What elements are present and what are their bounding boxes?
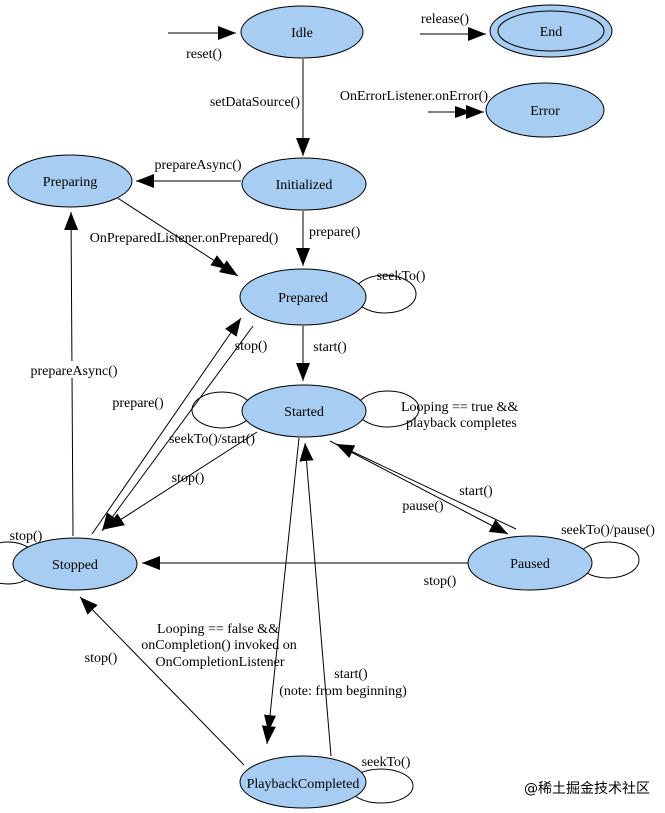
state-prepared-label: Prepared: [278, 291, 328, 306]
label-start-note-line2: (note: from beginning): [279, 684, 407, 699]
label-prepare-async-stopped-bg: [27, 361, 121, 378]
label-stop-playback-to-stopped: stop(): [85, 651, 118, 666]
state-end-label: End: [540, 25, 563, 40]
label-prepare-from-initialized: prepare(): [309, 225, 361, 240]
transition-pause-started-to-paused: [329, 440, 509, 535]
label-seekto-prepared-loop: seekTo(): [377, 269, 426, 284]
state-started-label: Started: [284, 405, 324, 420]
label-looping-false-line2: onCompletion() invoked on: [141, 638, 297, 653]
transition-stop-started-to-stopped: [105, 431, 258, 530]
label-release: release(): [421, 12, 470, 27]
label-reset: reset(): [186, 47, 222, 62]
state-initialized-label: Initialized: [276, 178, 333, 193]
state-stopped-label: Stopped: [52, 558, 98, 573]
state-stopped: [12, 537, 138, 591]
state-error: [485, 82, 605, 138]
state-paused: [467, 535, 593, 591]
label-looping-true-line1: Looping == true &&: [401, 400, 518, 415]
label-start-prepared-to-started: start(): [313, 340, 347, 355]
state-playback-completed: [239, 755, 367, 809]
label-stop-self-loop: stop(): [10, 529, 43, 544]
label-set-data-source: setDataSource(): [210, 95, 301, 110]
label-looping-true-line2: playback completes: [406, 416, 517, 431]
label-start-paused-to-started: start(): [459, 484, 493, 499]
state-error-label: Error: [530, 104, 560, 119]
label-seekto-start-loop: seekTo()/start(): [169, 432, 255, 447]
state-end-inner: [497, 10, 605, 52]
transition-looping-false-started-to-playback-completed: [261, 437, 300, 745]
state-idle-label: Idle: [291, 26, 313, 41]
label-start-note-line1: start(): [334, 667, 368, 682]
transition-prepare-stopped-to-prepared: [91, 317, 242, 535]
label-on-error: OnErrorListener.onError(): [340, 89, 488, 104]
transition-start-playback-completed-to-started: [299, 442, 332, 757]
state-preparing-label: Preparing: [43, 175, 97, 190]
label-on-prepared: OnPreparedListener.onPrepared(): [90, 231, 279, 246]
state-playback-completed-label: PlaybackCompleted: [247, 777, 360, 792]
label-prepare-async-top: prepareAsync(): [154, 158, 241, 173]
label-stop-started-to-stopped: stop(): [172, 471, 205, 486]
label-seekto-pause-loop: seekTo()/pause(): [561, 523, 655, 538]
transition-stop-prepared-to-stopped: [101, 325, 254, 532]
state-initialized: [241, 157, 367, 211]
label-stop-paused-to-stopped: stop(): [424, 574, 457, 589]
label-looping-false-line3: OnCompletionListener: [155, 655, 284, 670]
label-stop-prepared-to-stopped: stop(): [235, 339, 268, 354]
transition-start-paused-to-started: [335, 443, 517, 530]
state-idle: [240, 5, 364, 59]
transition-stop-playback-completed-to-stopped: [79, 596, 245, 766]
state-started: [241, 384, 367, 438]
state-paused-label: Paused: [510, 557, 550, 572]
label-seekto-playback-loop: seekTo(): [362, 755, 411, 770]
label-pause-started-to-paused: pause(): [402, 499, 444, 514]
state-preparing: [7, 154, 133, 208]
label-prepare-async-stopped-to-preparing: prepareAsync(): [30, 364, 117, 379]
label-prepare-stopped-to-prepared: prepare(): [112, 396, 164, 411]
watermark-text: @稀土掘金技术社区: [524, 781, 650, 797]
state-prepared: [239, 268, 367, 326]
transition-onprepared-preparing-to-prepared: [115, 196, 239, 277]
label-looping-false-line1: Looping == false &&: [157, 622, 279, 637]
